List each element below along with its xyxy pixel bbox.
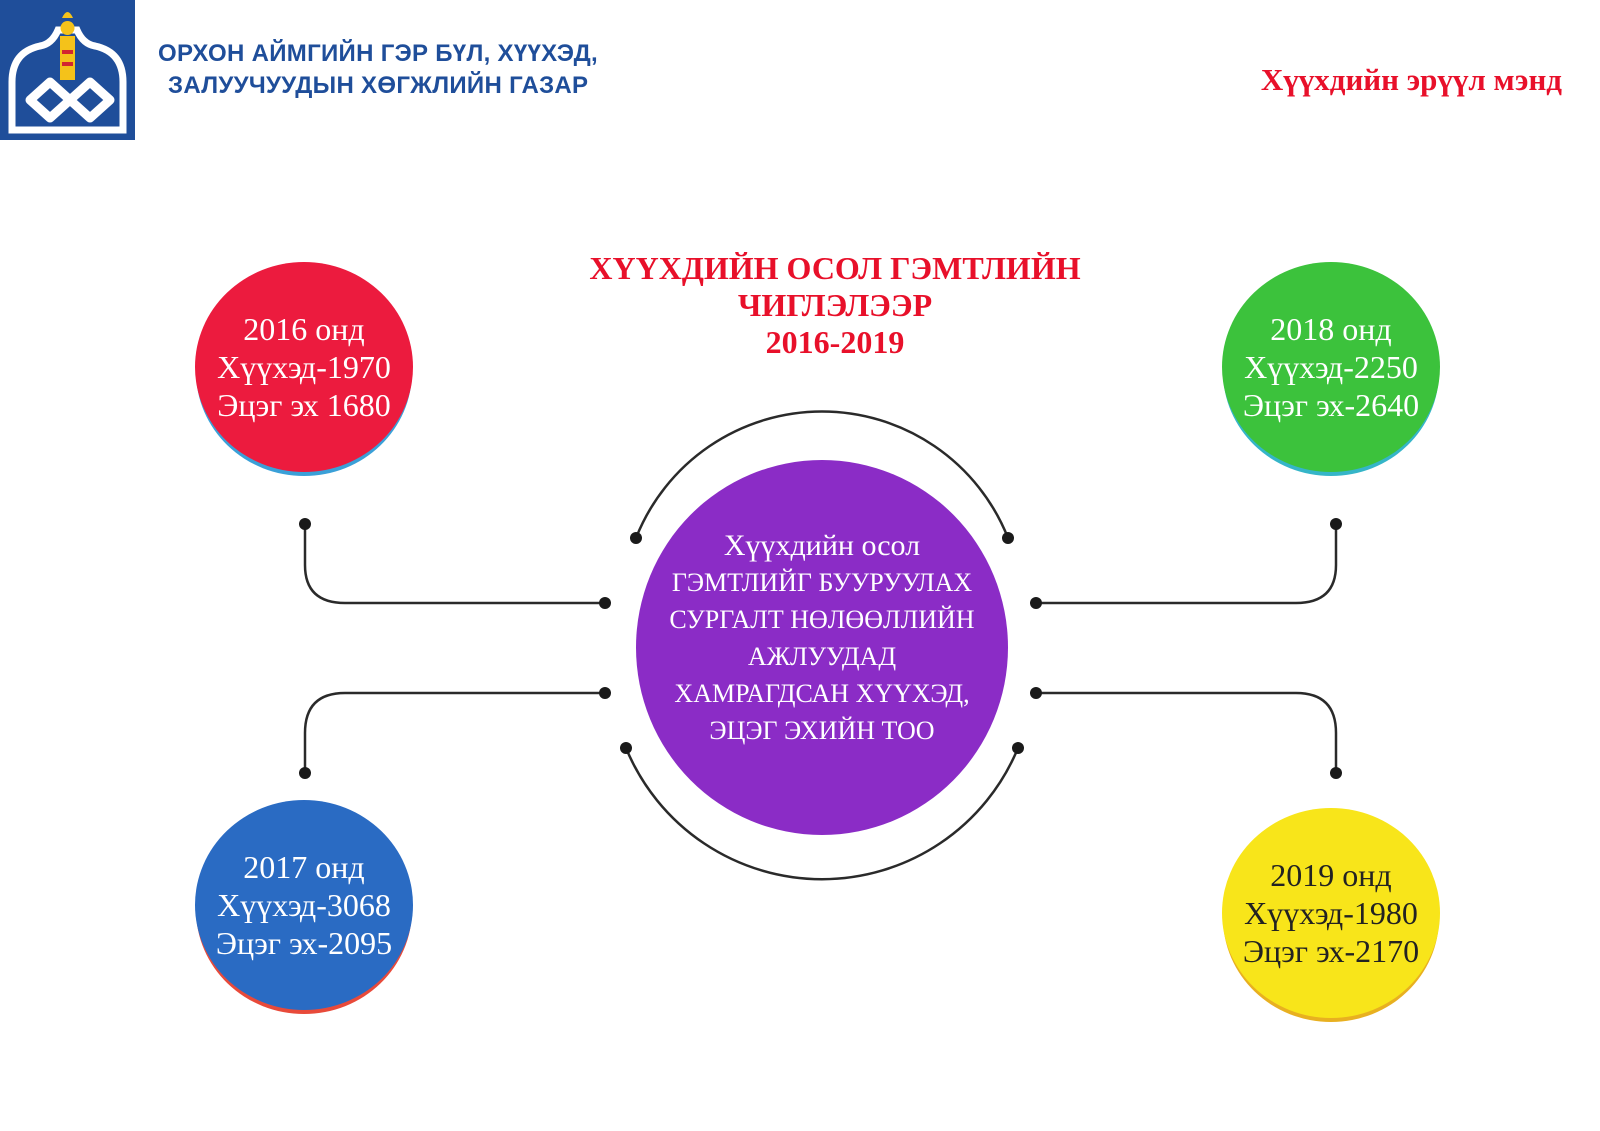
- page-title: ХҮҮХДИЙН ОСОЛ ГЭМТЛИЙН ЧИГЛЭЛЭЭР 2016-20…: [520, 250, 1150, 361]
- organization-name: ОРХОН АЙМГИЙН ГЭР БҮЛ, ХҮҮХЭД, ЗАЛУУЧУУД…: [158, 38, 598, 102]
- page-title-line2: ЧИГЛЭЛЭЭР: [737, 287, 933, 323]
- year-circle-2018: 2018 онд Хүүхэд-2250 Эцэг эх-2640: [1222, 262, 1440, 472]
- children-count: Хүүхэд-3068: [217, 887, 391, 923]
- parents-count: Эцэг эх 1680: [217, 387, 391, 423]
- page-title-years: 2016-2019: [765, 324, 905, 360]
- section-title: Хүүхдийн эрүүл мэнд: [1260, 62, 1562, 97]
- logo: [0, 0, 135, 140]
- center-text-line3: СУРГАЛТ НӨЛӨӨЛЛИЙН: [669, 604, 975, 634]
- bottom-arc: [624, 747, 1020, 881]
- children-count: Хүүхэд-1980: [1244, 895, 1418, 931]
- year-circle-2019: 2019 онд Хүүхэд-1980 Эцэг эх-2170: [1222, 808, 1440, 1018]
- center-text-line1: Хүүхдийн осол: [723, 528, 921, 562]
- organization-name-line1: ОРХОН АЙМГИЙН ГЭР БҮЛ, ХҮҮХЭД,: [158, 40, 598, 67]
- soyombo-emblem-icon: [0, 0, 135, 140]
- page-title-line1: ХҮҮХДИЙН ОСОЛ ГЭМТЛИЙН: [589, 250, 1081, 286]
- children-count: Хүүхэд-2250: [1244, 349, 1418, 385]
- parents-count: Эцэг эх-2640: [1242, 387, 1420, 423]
- parents-count: Эцэг эх-2170: [1242, 933, 1420, 969]
- year-label: 2019 онд: [1270, 857, 1392, 893]
- top-arc: [634, 410, 1010, 539]
- year-label: 2018 онд: [1270, 311, 1392, 347]
- children-count: Хүүхэд-1970: [217, 349, 391, 385]
- connector-2016: [303, 524, 605, 605]
- parents-count: Эцэг эх-2095: [215, 925, 393, 961]
- year-label: 2016 онд: [243, 311, 365, 347]
- year-circle-2017: 2017 онд Хүүхэд-3068 Эцэг эх-2095: [195, 800, 413, 1010]
- connector-2018: [1036, 524, 1338, 605]
- organization-name-line2: ЗАЛУУЧУУДЫН ХӨГЖЛИЙН ГАЗАР: [168, 72, 589, 99]
- center-text-line4: АЖЛУУДАД: [747, 641, 897, 671]
- center-text-line6: ЭЦЭГ ЭХИЙН ТОО: [709, 715, 935, 745]
- connector-2019: [1036, 691, 1338, 773]
- center-text-line2: ГЭМТЛИЙГ БУУРУУЛАХ: [671, 567, 973, 597]
- center-circle: Хүүхдийн осол ГЭМТЛИЙГ БУУРУУЛАХ СУРГАЛТ…: [636, 460, 1008, 835]
- year-label: 2017 онд: [243, 849, 365, 885]
- year-circle-2016: 2016 онд Хүүхэд-1970 Эцэг эх 1680: [195, 262, 413, 472]
- center-text-line5: ХАМРАГДСАН ХҮҮХЭД,: [674, 678, 970, 708]
- connector-2017: [303, 691, 605, 773]
